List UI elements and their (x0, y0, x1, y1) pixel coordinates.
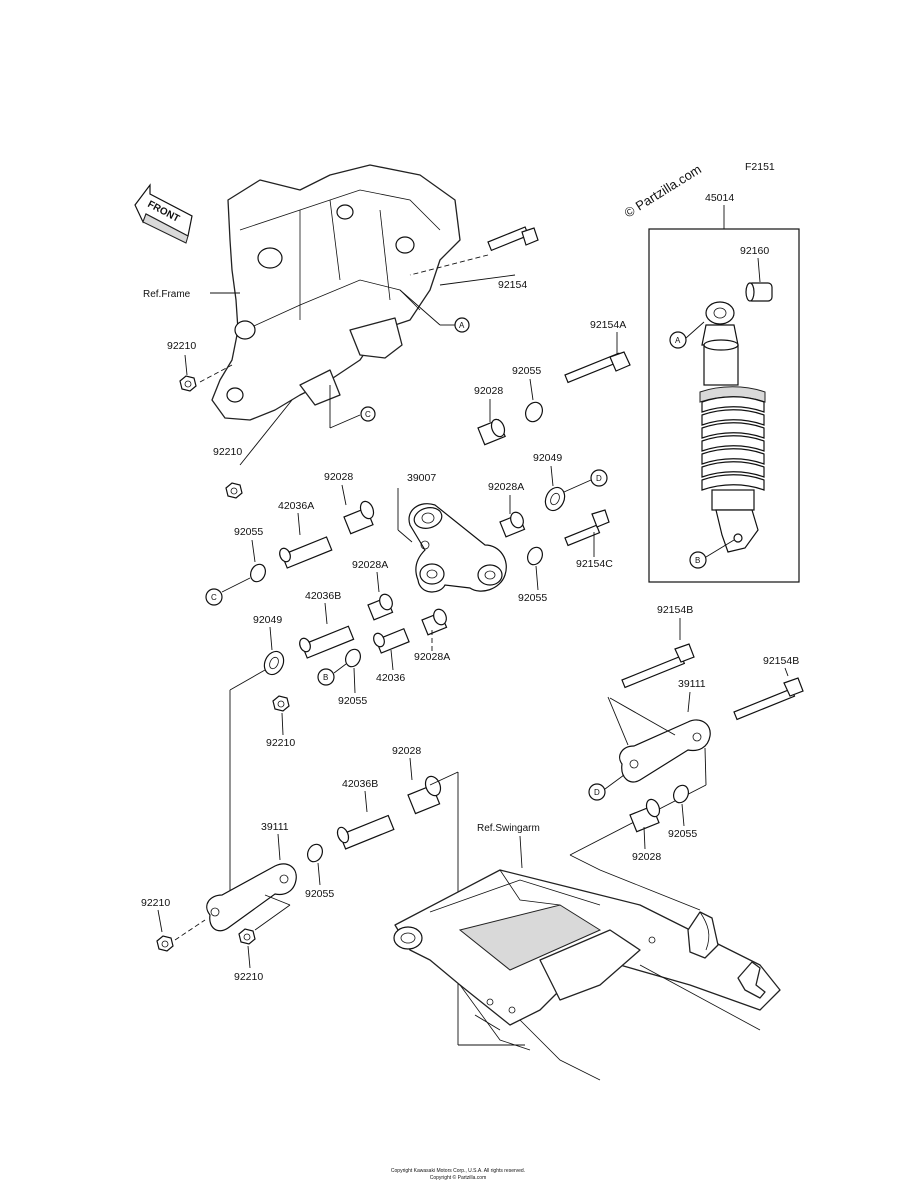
oring-92055-e (673, 784, 689, 804)
collar-92028a-a (499, 511, 526, 538)
part-label-92210-b: 92210 (213, 446, 242, 458)
part-label-92160: 92160 (740, 245, 769, 257)
bolt-92154a (564, 351, 631, 384)
part-label-92154c: 92154C (576, 558, 613, 570)
part-label-39111-b: 39111 (261, 821, 289, 833)
ref-swingarm-label: Ref.Swingarm (477, 823, 540, 834)
part-label-92055-a: 92055 (512, 365, 541, 377)
callout-b-shock: B (695, 556, 700, 565)
callout-b-rocker: B (323, 673, 328, 682)
sleeve-42036b-a (299, 625, 355, 659)
part-label-92028-a: 92028 (474, 385, 503, 397)
oring-92055-c (250, 563, 266, 583)
tie-rod-39111-a (619, 719, 711, 783)
part-label-92028-d: 92028 (392, 745, 421, 757)
callout-a-shock: A (675, 336, 681, 345)
oring-92055-a (525, 401, 543, 423)
sleeve-42036b-b (336, 814, 395, 850)
swingarm-assembly (393, 854, 781, 1081)
figure-code: F2151 (745, 161, 775, 173)
bolt-92154b-b (733, 677, 804, 721)
shock-box-label: 45014 (705, 192, 734, 204)
oring-92055-d (345, 648, 361, 668)
part-label-92055-b: 92055 (518, 592, 547, 604)
frame-assembly (211, 164, 461, 421)
part-label-42036a: 42036A (278, 500, 314, 512)
nut-92210-a (179, 375, 197, 392)
collar-92028a-c (421, 608, 448, 636)
part-label-92055-d: 92055 (338, 695, 367, 707)
nut-92210-c (272, 695, 290, 712)
collar-92028-c (629, 798, 661, 833)
part-label-92055-e: 92055 (668, 828, 697, 840)
washer-92049-b (263, 650, 285, 676)
collar-92028-d (407, 775, 442, 815)
front-arrow-icon: FRONT (134, 183, 193, 244)
collar-92028-b (343, 500, 375, 535)
part-label-92028-c: 92028 (632, 851, 661, 863)
watermark: © Partzilla.com (622, 161, 704, 220)
callout-c-frame: C (365, 410, 371, 419)
sleeve-42036 (373, 627, 410, 654)
oring-92055-b (527, 546, 543, 566)
part-label-92210-c: 92210 (266, 737, 295, 749)
part-label-92055-c: 92055 (234, 526, 263, 538)
part-label-39111-a: 39111 (678, 678, 706, 690)
callout-a-frame: A (459, 321, 465, 330)
part-label-92028a-a: 92028A (488, 481, 524, 493)
shock-box (648, 228, 800, 583)
bushing-92160 (745, 282, 773, 302)
shock-absorber (699, 301, 766, 553)
callout-d-tierod: D (594, 788, 600, 797)
tie-rod-39111-b (206, 863, 297, 932)
callout-d-rocker: D (596, 474, 602, 483)
part-label-92028-b: 92028 (324, 471, 353, 483)
footer-line-1: Copyright Kawasaki Motors Corp., U.S.A. … (391, 1168, 525, 1174)
footer-line-2: Copyright © Partzilla.com (430, 1174, 486, 1181)
washer-92049-a (544, 486, 566, 512)
part-label-92154a: 92154A (590, 319, 626, 331)
part-label-92154: 92154 (498, 279, 527, 291)
part-label-92055-f: 92055 (305, 888, 334, 900)
part-label-92028a-b: 92028A (352, 559, 388, 571)
bolt-92154b-a (621, 643, 695, 689)
rocker-39007 (408, 503, 507, 593)
sleeve-42036a (279, 536, 333, 569)
part-label-92154b-a: 92154B (657, 604, 693, 616)
callout-c-rocker: C (211, 593, 217, 602)
part-label-92049-b: 92049 (253, 614, 282, 626)
oring-92055-f (307, 843, 323, 863)
part-label-92154b-b: 92154B (763, 655, 799, 667)
part-label-92049-a: 92049 (533, 452, 562, 464)
part-label-92210-d: 92210 (141, 897, 170, 909)
bolt-92154c (564, 509, 610, 547)
part-label-92210-e: 92210 (234, 971, 263, 983)
part-label-39007: 39007 (407, 472, 436, 484)
nut-92210-e (238, 928, 256, 945)
nut-92210-b (225, 482, 243, 499)
collar-92028-a (477, 418, 506, 446)
part-label-42036b-a: 42036B (305, 590, 341, 602)
part-label-42036b-b: 42036B (342, 778, 378, 790)
nut-92210-d (156, 935, 174, 952)
part-label-92028a-c: 92028A (414, 651, 450, 663)
part-label-92210-a: 92210 (167, 340, 196, 352)
part-label-42036: 42036 (376, 672, 405, 684)
collar-92028a-b (367, 593, 394, 621)
bolt-92154 (487, 226, 539, 252)
ref-frame-label: Ref.Frame (143, 289, 191, 300)
